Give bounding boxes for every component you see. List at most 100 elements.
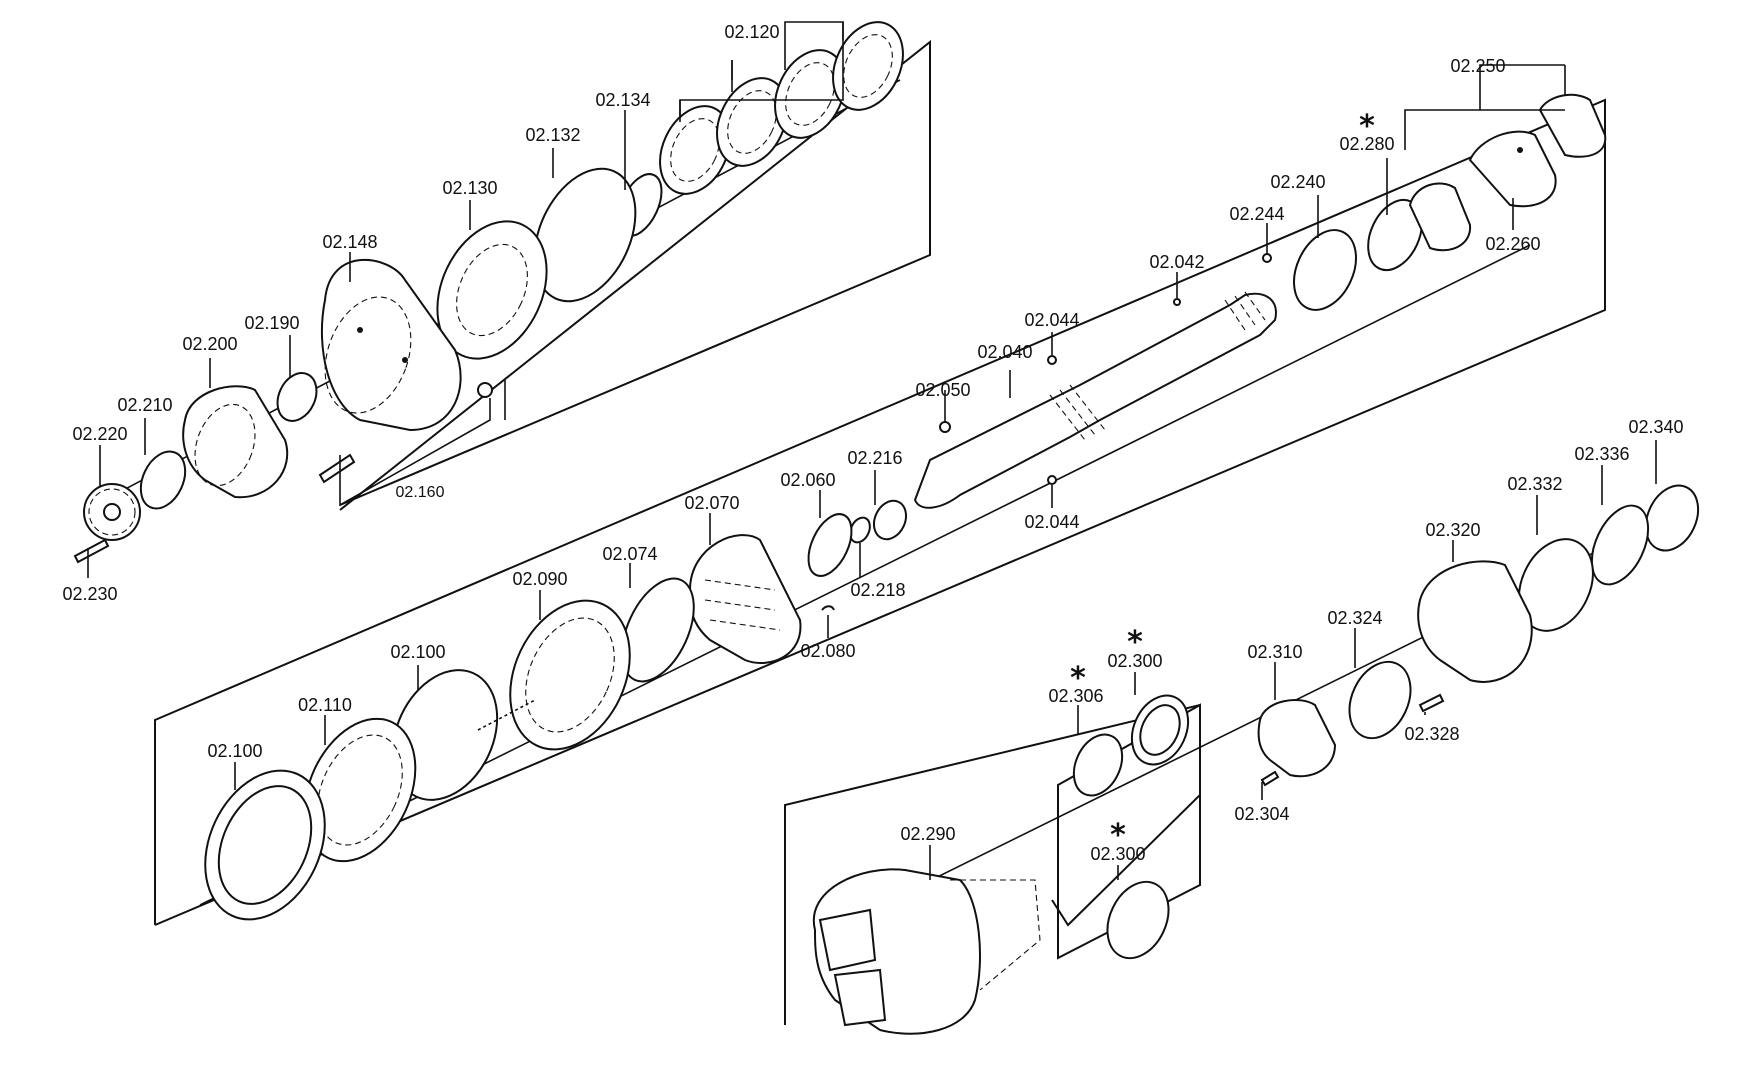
- dotted-link-090-100: [477, 699, 536, 731]
- ring-02-306: [1072, 733, 1124, 797]
- bolt-02-160: [318, 453, 356, 484]
- lead-02-120-stems: [679, 22, 844, 122]
- drum-02-290-slot-a: [818, 908, 877, 972]
- bolt-02-230: [73, 538, 110, 564]
- drum-02-290-splines: [950, 879, 1041, 991]
- label-02-134: 02.134: [595, 90, 650, 110]
- label-02-240: 02.240: [1270, 172, 1325, 192]
- housing-02-320: [1417, 560, 1533, 683]
- label-02-328: 02.328: [1404, 724, 1459, 744]
- label-02-044-bot: 02.044: [1024, 512, 1079, 532]
- ring-02-074: [621, 577, 695, 683]
- label-02-148: 02.148: [322, 232, 377, 252]
- label-02-324: 02.324: [1327, 608, 1382, 628]
- label-02-230: 02.230: [62, 584, 117, 604]
- plate-02-100-right: [391, 669, 499, 801]
- disc-02-120-c-inner: [785, 62, 835, 126]
- disc-02-120-b-inner: [727, 90, 777, 154]
- label-02-160: 02.160: [396, 484, 445, 501]
- label-02-120: 02.120: [724, 22, 779, 42]
- label-02-042: 02.042: [1149, 252, 1204, 272]
- label-02-260: 02.260: [1485, 234, 1540, 254]
- shaft-02-040: [913, 292, 1277, 509]
- housing-02-148: [321, 258, 462, 432]
- housing-02-148-face: [324, 296, 412, 414]
- seal-02-300-top-inner: [1139, 704, 1181, 756]
- label-02-304: 02.304: [1234, 804, 1289, 824]
- label-02-070: 02.070: [684, 493, 739, 513]
- bearing-02-332: [1518, 538, 1594, 632]
- label-02-220: 02.220: [72, 424, 127, 444]
- cap-02-340: [1644, 484, 1700, 552]
- label-02-306: 02.306: [1048, 686, 1103, 706]
- label-02-250: 02.250: [1450, 56, 1505, 76]
- housing-02-148-hole-a: [357, 327, 363, 333]
- sleeve-02-250-a: [1408, 182, 1472, 252]
- lead-02-250-ext: [1564, 65, 1566, 95]
- sleeve-02-260: [1468, 130, 1557, 208]
- label-02-090: 02.090: [512, 569, 567, 589]
- gear-02-220-hub: [103, 503, 121, 521]
- piston-02-130: [436, 220, 548, 360]
- plug-02-050: [939, 421, 951, 433]
- disc-02-240: [1293, 229, 1357, 311]
- clip-02-080: [821, 605, 835, 611]
- label-02-100-right: 02.100: [390, 642, 445, 662]
- plug-02-044-top: [1047, 355, 1057, 365]
- asterisk-02-306: *: [1070, 661, 1086, 696]
- lead-02-250: [1404, 64, 1565, 150]
- disc-02-120-d: [832, 21, 904, 111]
- label-02-210: 02.210: [117, 395, 172, 415]
- hub-02-310: [1257, 699, 1337, 778]
- lead-02-160: [339, 398, 506, 507]
- asterisk-02-280: *: [1359, 109, 1375, 144]
- housing-02-148-hole-b: [402, 357, 408, 363]
- part-labels: 02.120 02.134 02.132 02.130 02.148 02.19…: [62, 22, 1683, 864]
- label-02-050: 02.050: [915, 380, 970, 400]
- label-02-132: 02.132: [525, 125, 580, 145]
- bearing-02-200: [182, 385, 289, 499]
- ring-02-336: [1590, 504, 1650, 586]
- lower-parts: [812, 484, 1700, 1035]
- asterisk-02-300-bot: *: [1110, 818, 1126, 853]
- label-02-332: 02.332: [1507, 474, 1562, 494]
- ring-02-190: [276, 372, 318, 422]
- bolt-02-328: [1418, 693, 1445, 713]
- label-02-216: 02.216: [847, 448, 902, 468]
- plate-02-324: [1348, 660, 1412, 740]
- disc-02-120-d-inner: [843, 34, 893, 98]
- disc-02-090: [509, 599, 631, 751]
- disc-02-132: [533, 167, 637, 303]
- label-02-130: 02.130: [442, 178, 497, 198]
- drum-02-290-slot-b: [833, 968, 887, 1027]
- label-02-336: 02.336: [1574, 444, 1629, 464]
- pin-02-160: [477, 382, 493, 398]
- disc-02-120-a-inner: [670, 118, 720, 182]
- bushing-02-216: [872, 499, 908, 541]
- label-02-044-top: 02.044: [1024, 310, 1079, 330]
- middle-parts: [204, 93, 1607, 921]
- plug-02-244: [1262, 253, 1272, 263]
- fittings: [939, 253, 1272, 485]
- leader-lines: [87, 21, 1657, 880]
- gear-02-220-teeth: [88, 488, 136, 536]
- label-02-320: 02.320: [1425, 520, 1480, 540]
- upper-left-frame: [339, 39, 931, 511]
- label-02-310: 02.310: [1247, 642, 1302, 662]
- plug-02-044-bot: [1047, 475, 1057, 485]
- sleeve-02-260-hole: [1517, 147, 1523, 153]
- disc-02-110: [303, 717, 417, 863]
- label-02-110: 02.110: [298, 695, 352, 715]
- shaft-02-040-splines: [1224, 291, 1266, 331]
- label-02-060: 02.060: [780, 470, 835, 490]
- label-02-300-top: 02.300: [1107, 651, 1162, 671]
- asterisk-02-300-top: *: [1127, 625, 1143, 660]
- disc-02-110-friction: [317, 734, 403, 846]
- carrier-02-070-slots: [704, 579, 781, 631]
- label-02-074: 02.074: [602, 544, 657, 564]
- label-02-340: 02.340: [1628, 417, 1683, 437]
- label-02-300-bot: 02.300: [1090, 844, 1145, 864]
- plate-02-100-left-bore: [217, 785, 313, 905]
- carrier-02-070: [688, 534, 802, 665]
- label-02-040: 02.040: [977, 342, 1032, 362]
